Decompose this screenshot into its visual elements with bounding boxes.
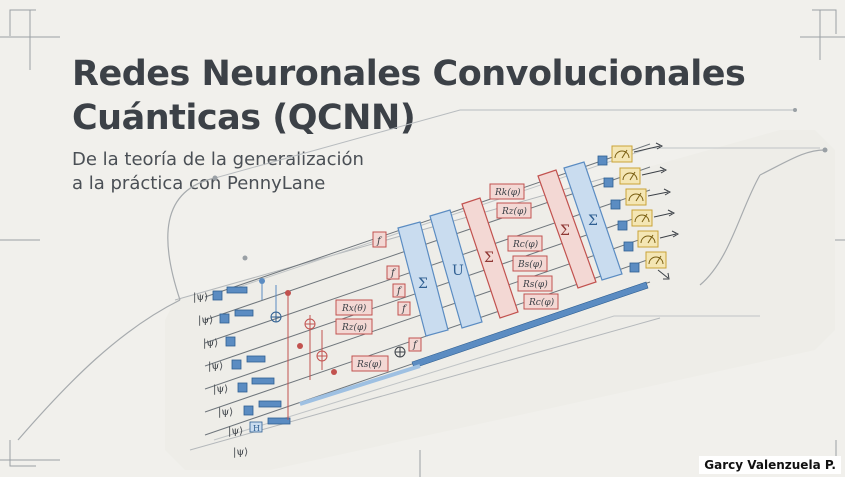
gate-label: Bs(φ) xyxy=(517,259,543,270)
measurement-icon xyxy=(645,251,670,280)
output-registers xyxy=(597,155,640,273)
qubit-label: |ψ⟩ xyxy=(233,447,248,458)
f-gate-label: f xyxy=(412,340,419,351)
measurement-icon xyxy=(611,142,664,163)
wire-1 xyxy=(204,143,651,298)
sigma-block-1 xyxy=(397,221,449,337)
author-credit: Garcy Valenzuela P. xyxy=(699,456,841,474)
conv-layer-2: Rk(φ) Rz(φ) Rc(φ) Bs(φ) Rs(φ) Rc(φ) xyxy=(489,183,559,310)
conv-layer-1: Rx(θ) Rz(φ) Rs(φ) xyxy=(335,299,389,372)
sigma-label: Σ xyxy=(560,223,570,239)
qubit-labels: |ψ⟩ |ψ⟩ |ψ⟩ |ψ⟩ |ψ⟩ |ψ⟩ |ψ⟩ |ψ⟩ xyxy=(193,292,248,458)
sigma-label: Σ xyxy=(484,250,494,266)
measurement-icon xyxy=(619,166,668,185)
h-gate-label: H xyxy=(253,424,260,433)
classical-bus xyxy=(299,281,649,406)
rs-gate xyxy=(351,355,389,372)
measurement-icon xyxy=(637,230,680,248)
qubit-label: |ψ⟩ xyxy=(193,292,208,303)
qubit-label: |ψ⟩ xyxy=(203,338,218,349)
measurement-icon xyxy=(625,188,672,206)
f-gate-label: f xyxy=(396,286,403,297)
sigma-label: Σ xyxy=(418,276,428,292)
f-gate-label: f xyxy=(376,236,383,247)
gate-label: Rz(φ) xyxy=(501,206,527,217)
rx-gate-label: Rx(θ) xyxy=(341,303,367,314)
gate-label: Rk(φ) xyxy=(494,187,521,198)
entangling-gates xyxy=(259,278,406,420)
sigma-block-red-1 xyxy=(461,197,519,319)
subtitle-line-1: De la teoría de la generalización xyxy=(72,149,364,170)
page-title: Redes Neuronales Convolucionales Cuántic… xyxy=(72,52,746,140)
unitary-block xyxy=(429,209,483,329)
qubit-label: |ψ⟩ xyxy=(218,407,233,418)
rz-gate xyxy=(335,318,373,335)
rx-gate xyxy=(335,299,373,316)
sigma-block-2 xyxy=(563,161,623,281)
f-gate-label: f xyxy=(401,304,408,315)
gate-label: Rc(φ) xyxy=(512,239,539,250)
sigma-label: Σ xyxy=(588,213,598,229)
sigma-block-red-2 xyxy=(537,169,597,289)
f-gates: f f f f f xyxy=(372,231,422,352)
title-line-1: Redes Neuronales Convolucionales xyxy=(72,54,746,94)
rs-gate-label: Rs(φ) xyxy=(356,359,382,370)
unitary-label: U xyxy=(452,263,464,279)
measurement-icon xyxy=(631,209,676,227)
gate-label: Rc(φ) xyxy=(528,297,555,308)
rz-gate-label: Rz(φ) xyxy=(341,322,367,333)
measurements xyxy=(611,142,680,280)
qubit-label: |ψ⟩ xyxy=(198,315,213,326)
qubit-label: |ψ⟩ xyxy=(208,361,223,372)
qubit-label: |ψ⟩ xyxy=(228,426,243,437)
f-gate-label: f xyxy=(390,268,397,279)
title-line-2: Cuánticas (QCNN) xyxy=(72,98,416,138)
input-encoders xyxy=(212,286,291,433)
pooling-blocks: Σ U Σ Σ Σ xyxy=(397,161,623,337)
gate-label: Rs(φ) xyxy=(522,279,548,290)
qubit-label: |ψ⟩ xyxy=(213,384,228,395)
